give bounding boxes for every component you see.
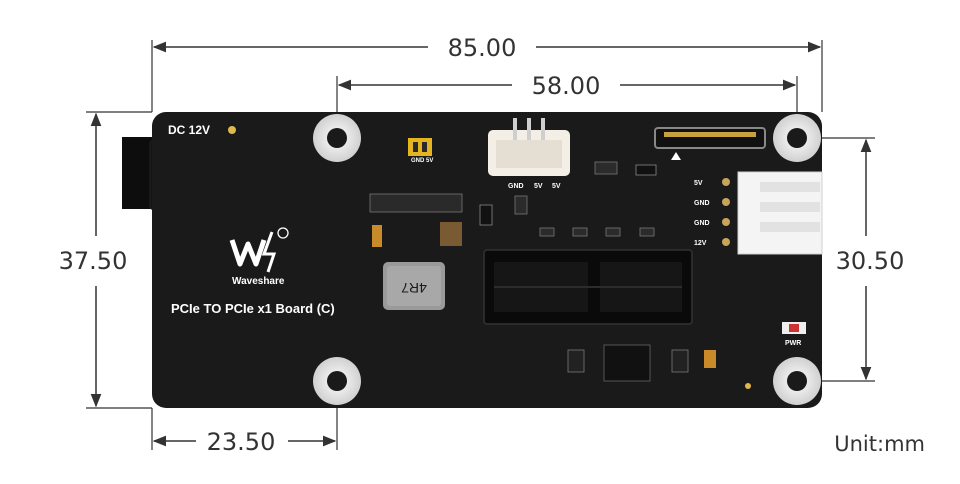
- inductor: 4R7: [383, 262, 445, 310]
- pwr-led: PWR: [782, 322, 806, 347]
- power-connector: GND 5V 5V: [488, 118, 570, 190]
- hole-spacing-horizontal-label: 58.00: [532, 72, 601, 100]
- connector-label-gnd: GND: [508, 183, 524, 190]
- jumper-label-gnd: GND: [411, 158, 425, 164]
- pwr-label: PWR: [785, 340, 801, 347]
- unit-label: Unit:mm: [834, 432, 925, 456]
- brand-name: Waveshare: [232, 276, 285, 287]
- mounting-holes: [313, 114, 821, 405]
- fan-header: 5V GND GND 12V: [694, 171, 823, 255]
- pcie-x1-slot: [483, 249, 693, 325]
- jumper-label-5v: 5V: [426, 158, 433, 164]
- overall-height-label: 37.50: [59, 247, 128, 275]
- dc-label: DC 12V: [168, 123, 210, 137]
- connector-label-5v-1: 5V: [534, 183, 543, 190]
- smd-components: [369, 161, 751, 389]
- inductor-marking: 4R7: [401, 280, 427, 296]
- waveshare-logo: Waveshare: [229, 227, 289, 287]
- fan-pin-label-12v: 12V: [694, 240, 707, 247]
- hole-offset-left-label: 23.50: [207, 428, 276, 456]
- dc-indicator-dot: [228, 126, 236, 134]
- fan-pin-label-gnd-1: GND: [694, 200, 710, 207]
- fan-pin-label-5v: 5V: [694, 180, 703, 187]
- product-name: PCIe TO PCIe x1 Board (C): [171, 301, 335, 316]
- jumper-header: GND 5V: [408, 138, 433, 164]
- hole-spacing-vertical-label: 30.50: [836, 247, 905, 275]
- fan-pin-label-gnd-2: GND: [694, 220, 710, 227]
- fpc-connector: [654, 127, 766, 160]
- connector-label-5v-2: 5V: [552, 183, 561, 190]
- overall-width-label: 85.00: [448, 34, 517, 62]
- dimension-hole-spacing-vertical: 30.50: [820, 137, 905, 382]
- dimension-overall-height: 37.50: [59, 111, 152, 409]
- dimension-overall-width: 85.00: [151, 34, 823, 112]
- dimension-hole-spacing-horizontal: 58.00: [336, 72, 798, 132]
- dimension-hole-offset-left: 23.50: [151, 408, 338, 456]
